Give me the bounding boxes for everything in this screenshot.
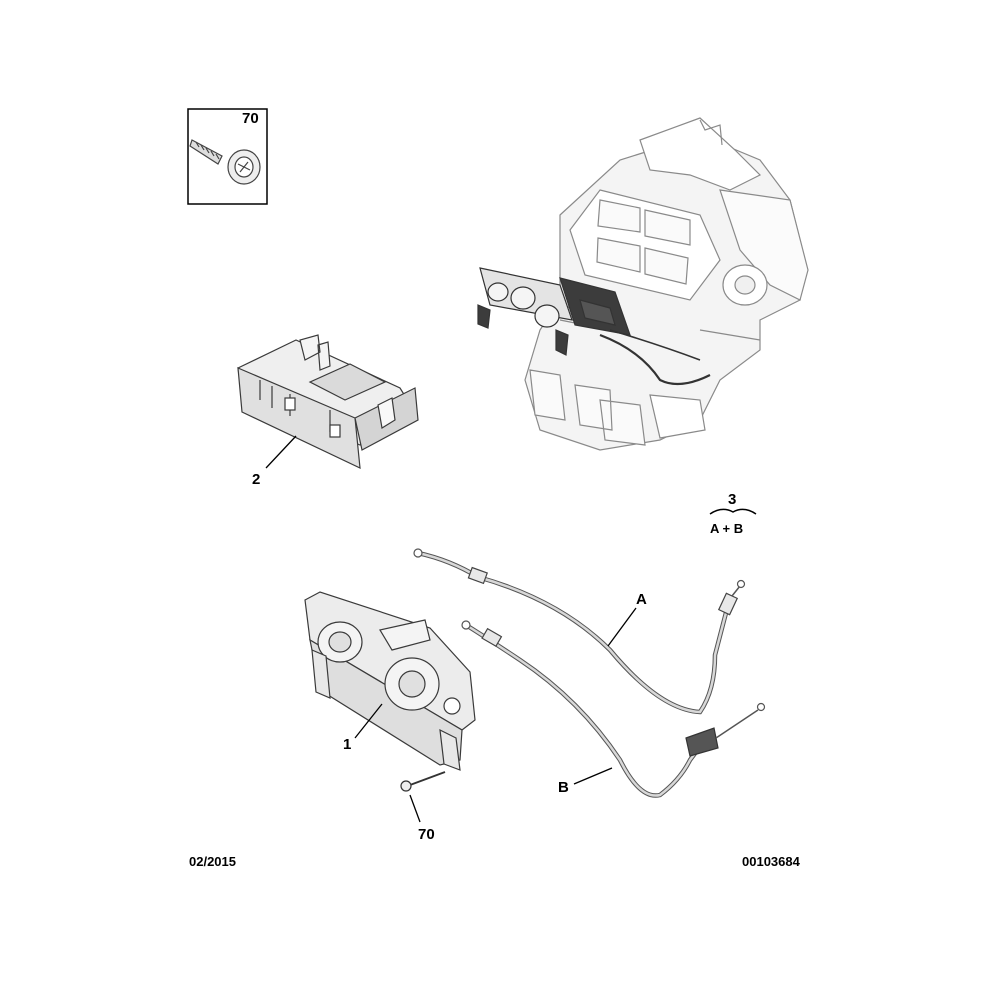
cable-b-illustration (461, 620, 766, 798)
footer-diagram-number: 00103684 (742, 854, 800, 869)
leader-line-1 (354, 703, 383, 739)
cable-a-ref: A (636, 591, 647, 608)
leader-line-70 (409, 794, 421, 823)
control-panel-illustration (304, 591, 476, 771)
panel-screw-icon (400, 771, 446, 792)
leader-line-b (573, 767, 613, 785)
brace-mark (709, 508, 757, 515)
cable-set-ref: 3 (728, 491, 737, 508)
control-module-illustration (237, 334, 419, 469)
panel-screw-ref: 70 (418, 826, 435, 843)
screw-inset-box (187, 108, 268, 205)
installed-panel-illustration (477, 267, 711, 386)
leader-line-a (607, 607, 637, 647)
cable-b-ref: B (558, 779, 569, 796)
screw-inset-ref: 70 (242, 110, 259, 127)
footer-date: 02/2015 (189, 854, 236, 869)
cable-set-subtitle: A + B (710, 521, 744, 536)
screw-icon (189, 139, 261, 185)
hvac-unit-illustration (524, 117, 809, 451)
cable-a-illustration (413, 548, 746, 715)
leader-line-2 (265, 435, 297, 469)
control-unit-ref: 2 (252, 471, 261, 488)
panel-ref: 1 (343, 736, 352, 753)
